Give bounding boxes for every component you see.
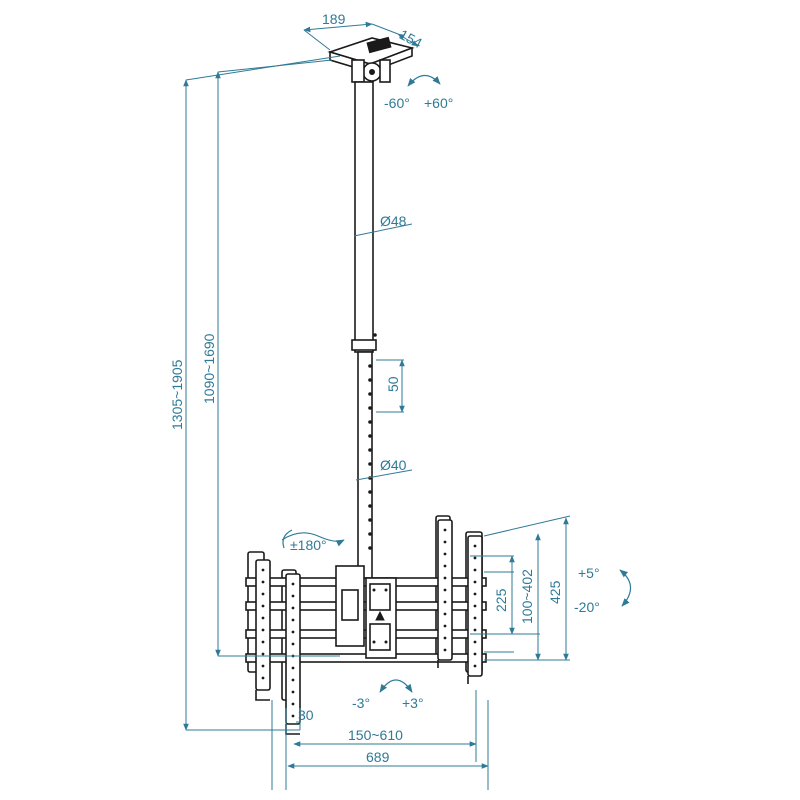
lower-pole — [357, 351, 373, 583]
arm-hole — [291, 666, 295, 670]
pole-hole — [368, 434, 372, 438]
arm-hole — [443, 588, 447, 592]
arm-hole — [261, 640, 265, 644]
label-plate-width: 189 — [322, 11, 346, 27]
label-pole-height: 1090~1690 — [201, 333, 217, 404]
arm-hole — [473, 664, 477, 668]
arm-hole — [473, 628, 477, 632]
arm-hole — [443, 528, 447, 532]
label-bracket-width: 150~610 — [348, 727, 403, 743]
arm-hole — [291, 594, 295, 598]
arm-hole — [291, 630, 295, 634]
label-rotate-right: +60° — [424, 95, 453, 111]
rotation-labels: -60° +60° ±180° +5° -20° -3° +3° — [290, 95, 600, 711]
label-tilt-up: +5° — [578, 565, 600, 581]
arm-hole — [261, 568, 265, 572]
label-total-width: 689 — [366, 749, 390, 765]
pole-hole — [368, 462, 372, 466]
arm-hole — [261, 616, 265, 620]
arm-hole — [261, 628, 265, 632]
pole-hole — [368, 364, 372, 368]
pole-hole — [368, 490, 372, 494]
arm-hole — [291, 618, 295, 622]
arm-hole — [473, 604, 477, 608]
arm-hole — [261, 664, 265, 668]
arm-hole — [261, 652, 265, 656]
label-total-height: 1305~1905 — [169, 359, 185, 430]
label-inner-height: 225 — [493, 588, 509, 612]
label-vesa-height: 100~402 — [519, 569, 535, 624]
arm-hole — [473, 568, 477, 572]
arm-hole — [261, 604, 265, 608]
tv-bracket — [245, 515, 487, 735]
label-level-left: -3° — [352, 695, 370, 711]
arm-hole — [261, 676, 265, 680]
arm-hole — [443, 600, 447, 604]
label-arm-offset: 30 — [298, 707, 314, 723]
arm-hole — [443, 636, 447, 640]
arm-hole — [443, 612, 447, 616]
arm-hole — [473, 652, 477, 656]
arm-hole — [261, 580, 265, 584]
arm-hole — [473, 556, 477, 560]
arm-hole — [291, 714, 295, 718]
pole-hole — [368, 504, 372, 508]
label-tilt-down: -20° — [574, 599, 600, 615]
arm-hole — [291, 678, 295, 682]
pole-hole — [368, 406, 372, 410]
pole-hole — [368, 546, 372, 550]
arm-hole — [291, 690, 295, 694]
arm-hole — [473, 640, 477, 644]
pole-hole — [368, 378, 372, 382]
rotation-arrows — [281, 74, 632, 693]
pole-hole — [368, 392, 372, 396]
arm-hole — [261, 592, 265, 596]
arm-hole — [473, 616, 477, 620]
arm-hole — [473, 592, 477, 596]
ceiling-plate — [327, 36, 415, 83]
arm-hole — [443, 540, 447, 544]
pole-hole — [368, 420, 372, 424]
arm-hole — [443, 624, 447, 628]
arm-hole — [291, 702, 295, 706]
pole-hole — [368, 448, 372, 452]
label-swivel: ±180° — [290, 537, 327, 553]
arm-hole — [291, 642, 295, 646]
label-hole-spacing: 50 — [385, 376, 401, 392]
arm-hole — [473, 544, 477, 548]
arm-hole — [443, 576, 447, 580]
arm-hole — [443, 648, 447, 652]
arm-hole — [473, 580, 477, 584]
arm-hole — [291, 582, 295, 586]
pole-hole — [368, 518, 372, 522]
arm-hole — [443, 564, 447, 568]
label-rotate-left: -60° — [384, 95, 410, 111]
label-upper-diameter: Ø48 — [380, 213, 407, 229]
arm-hole — [443, 552, 447, 556]
label-lower-diameter: Ø40 — [380, 457, 407, 473]
label-level-right: +3° — [402, 695, 424, 711]
dimension-lines — [183, 21, 571, 790]
upper-pole — [351, 81, 377, 353]
label-total-bracket-height: 425 — [547, 580, 563, 604]
pole-hole — [368, 532, 372, 536]
arm-hole — [291, 606, 295, 610]
